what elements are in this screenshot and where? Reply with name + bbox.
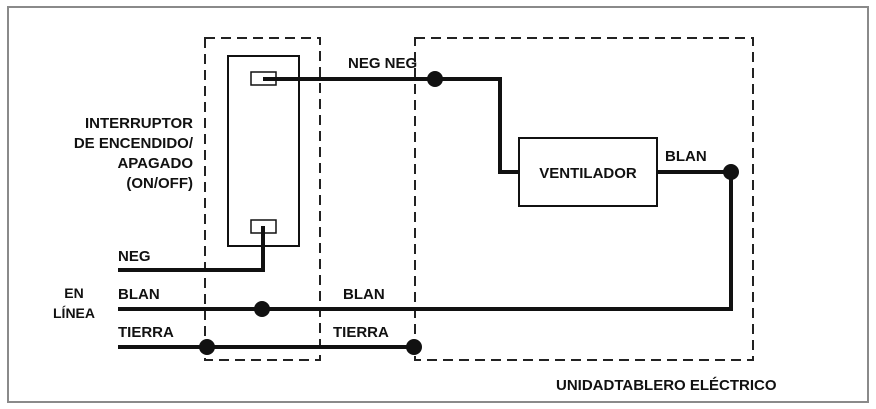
label-tierra-mid: TIERRA xyxy=(333,324,389,341)
junction-dot-blan-line xyxy=(254,301,270,317)
black-wire-top xyxy=(263,77,519,174)
switch-body xyxy=(227,55,300,247)
switch-enclosure xyxy=(204,37,321,361)
label-tierra-in: TIERRA xyxy=(118,324,174,341)
junction-dot-neg xyxy=(427,71,443,87)
switch-label-line3: APAGADO xyxy=(117,155,193,172)
white-wire-return xyxy=(118,170,733,311)
unit-label: UNIDADTABLERO ELÉCTRICO xyxy=(556,377,777,394)
label-neg-in: NEG xyxy=(118,248,151,265)
fan-box xyxy=(518,137,658,207)
outer-frame xyxy=(7,6,869,403)
switch-label-line4: (ON/OFF) xyxy=(126,175,193,192)
label-blan-in: BLAN xyxy=(118,286,160,303)
switch-label-line2: DE ENCENDIDO/ xyxy=(74,135,194,152)
switch-label-line1: INTERRUPTOR xyxy=(85,115,193,132)
fan-label: VENTILADOR xyxy=(539,165,637,182)
unit-enclosure xyxy=(414,37,754,361)
junction-dot-tierra-switch xyxy=(199,339,215,355)
label-neg-top: NEG NEG xyxy=(348,55,417,72)
label-linea: LÍNEA xyxy=(53,305,95,321)
junction-dot-blan-fan xyxy=(723,164,739,180)
junction-dot-tierra-unit xyxy=(406,339,422,355)
black-wire-line xyxy=(118,226,265,272)
label-blan-fan: BLAN xyxy=(665,148,707,165)
label-blan-mid: BLAN xyxy=(343,286,385,303)
label-en: EN xyxy=(64,285,83,301)
